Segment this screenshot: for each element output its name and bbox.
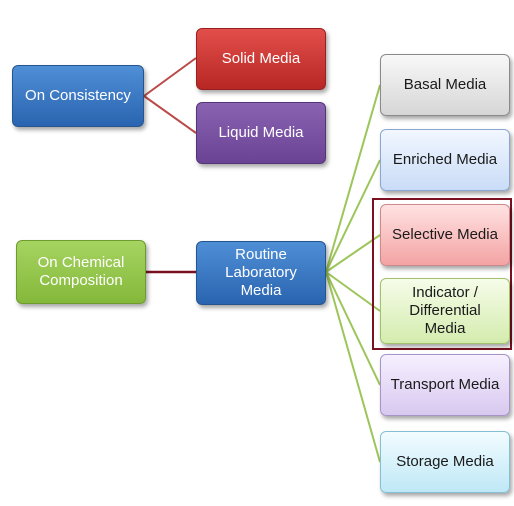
line-routine-to-storage (325, 271, 381, 463)
selective-indicator-highlight-box (372, 198, 512, 350)
routine-laboratory-media-label: Routine Laboratory Media (225, 246, 297, 299)
transport-media-node: Transport Media (380, 354, 510, 416)
storage-media-label: Storage Media (396, 453, 494, 470)
line-routine-to-basal (325, 84, 381, 273)
basal-media-node: Basal Media (380, 54, 510, 116)
storage-media-node: Storage Media (380, 431, 510, 493)
on-consistency-node: On Consistency (12, 65, 144, 127)
liquid-media-label: Liquid Media (218, 124, 304, 141)
liquid-media-node: Liquid Media (196, 102, 326, 164)
line-routine-to-selective (325, 234, 381, 273)
line-consistency-to-solid (143, 57, 197, 97)
solid-media-node: Solid Media (196, 28, 326, 90)
on-consistency-label: On Consistency (25, 87, 131, 104)
line-routine-to-indicator (325, 271, 381, 312)
line-consistency-to-liquid (143, 95, 197, 134)
selective-media-node: Selective Media (380, 204, 510, 266)
solid-media-label: Solid Media (221, 50, 301, 67)
line-routine-to-enriched (325, 159, 381, 273)
indicator-differential-media-label: Indicator / Differential Media (409, 284, 481, 337)
enriched-media-node: Enriched Media (380, 129, 510, 191)
routine-laboratory-media-node: Routine Laboratory Media (196, 241, 326, 305)
on-chemical-composition-node: On Chemical Composition (16, 240, 146, 304)
basal-media-label: Basal Media (403, 76, 487, 93)
line-routine-to-transport (325, 271, 381, 386)
transport-media-label: Transport Media (390, 376, 500, 393)
enriched-media-label: Enriched Media (392, 151, 498, 168)
on-chemical-composition-label: On Chemical Composition (37, 254, 125, 289)
selective-media-label: Selective Media (392, 226, 498, 243)
indicator-differential-media-node: Indicator / Differential Media (380, 278, 510, 344)
